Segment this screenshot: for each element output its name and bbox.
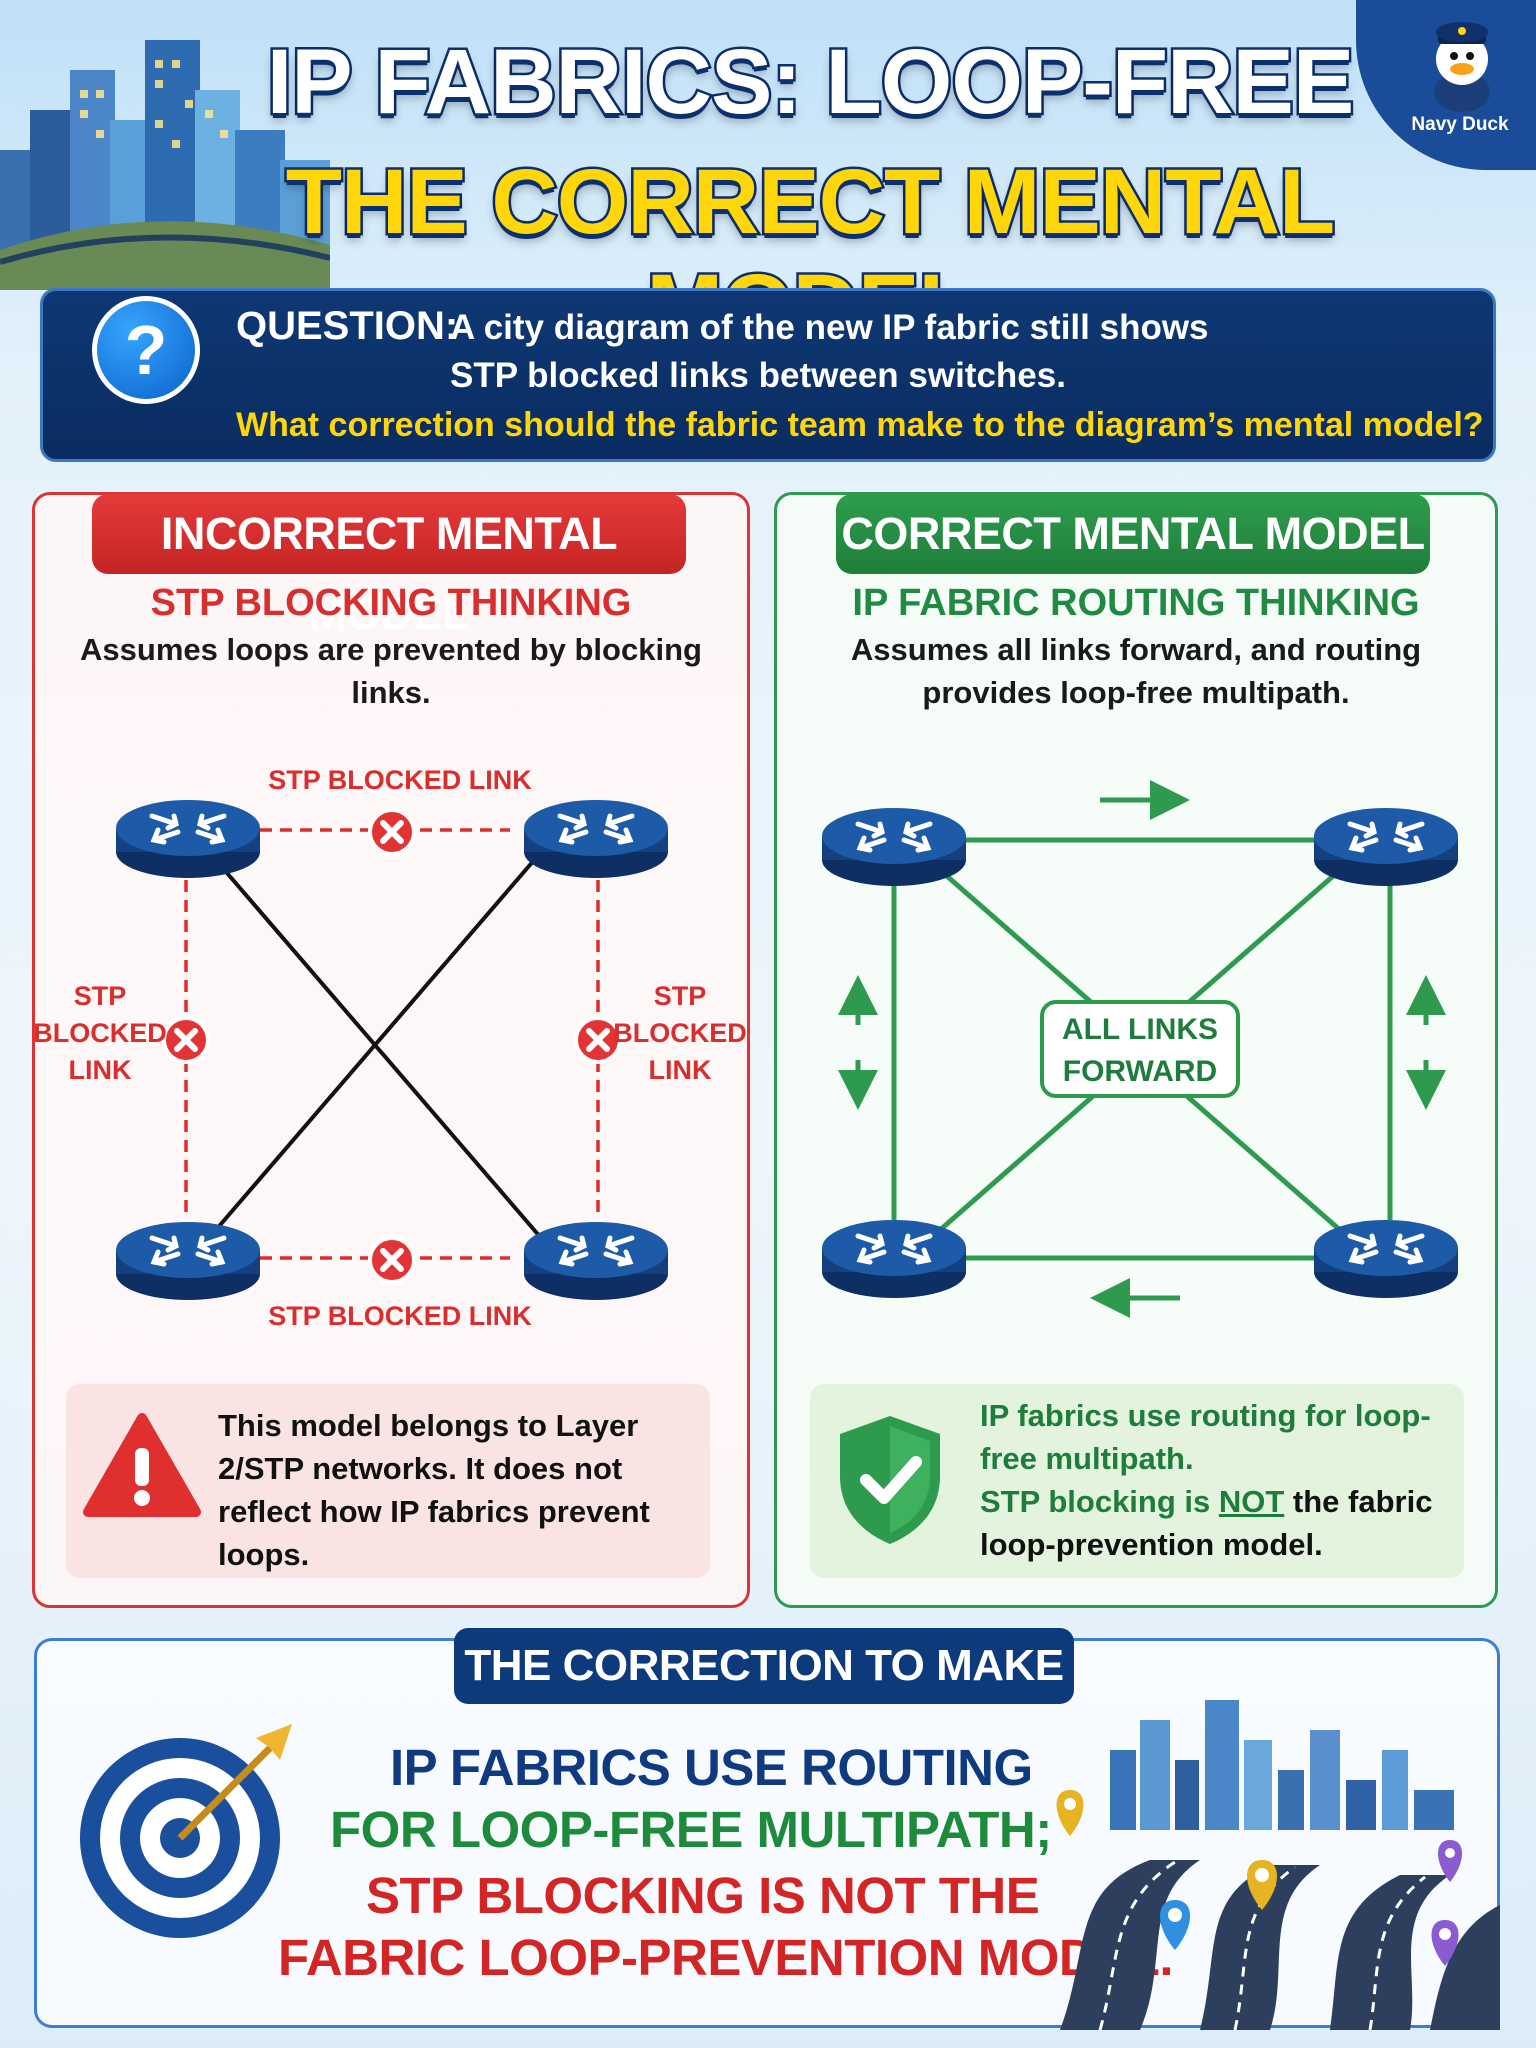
switch-icon: [822, 1220, 966, 1298]
correct-model-description: Assumes all links forward, and routing p…: [850, 632, 1422, 710]
all-links-word-1: ALL LINKS: [1061, 1013, 1219, 1046]
switch-icon: [1314, 1220, 1458, 1298]
fabric-diagonal: [1178, 1088, 1342, 1232]
fabric-diagonal: [1178, 868, 1342, 1012]
success-note-text: IP fabrics use routing for loop-free mul…: [980, 1394, 1450, 1566]
all-links-forward-label: ALL LINKS FORWARD: [1040, 1000, 1240, 1098]
success-note-suffix: the fabric loop-prevention model.: [980, 1484, 1433, 1562]
switch-icon: [116, 800, 260, 878]
map-pin-icon: [1056, 1790, 1084, 1836]
duck-mascot-icon: [1434, 22, 1490, 112]
blocked-x-icon: [370, 1238, 414, 1282]
correct-model-heading: CORRECT MENTAL MODEL: [836, 494, 1430, 574]
stp-right-word-3: LINK: [648, 1055, 712, 1085]
question-text-line-2: STP blocked links between switches.: [450, 356, 1066, 395]
city-roads-illustration: [1056, 1700, 1500, 2030]
stp-right-word-1: STP: [653, 981, 707, 1011]
blocked-x-icon: [370, 810, 414, 854]
stp-blocked-label-top: STP BLOCKED LINK: [268, 765, 532, 795]
title-line-1: IP FABRICS: LOOP-FREE: [264, 29, 1357, 136]
shield-check-icon: [840, 1416, 940, 1544]
map-pin-icon: [1438, 1840, 1462, 1882]
switch-icon: [822, 808, 966, 886]
brand-name: Navy Duck: [1411, 114, 1509, 135]
incorrect-model-subtitle: STP BLOCKING THINKING: [150, 582, 632, 624]
question-label: QUESTION:: [236, 304, 459, 348]
all-links-word-2: FORWARD: [1062, 1055, 1218, 1088]
target-icon: [80, 1724, 292, 1938]
fabric-diagonal: [938, 1088, 1102, 1232]
question-text-line-1: A city diagram of the new IP fabric stil…: [450, 308, 1209, 347]
correction-line-1: IP FABRICS USE ROUTING: [390, 1739, 1033, 1796]
stp-blocked-label-bottom: STP BLOCKED LINK: [268, 1301, 532, 1331]
map-pin-icon: [1431, 1920, 1459, 1966]
success-note-prefix: STP blocking is: [980, 1484, 1219, 1519]
stp-blocked-label-left: STP BLOCKED LINK: [30, 978, 170, 1089]
ip-fabric-topology-diagram: [800, 780, 1472, 1318]
stp-right-word-2: BLOCKED: [613, 1018, 747, 1048]
switch-icon: [1314, 808, 1458, 886]
stp-left-word-1: STP: [73, 981, 127, 1011]
map-pin-icon: [1247, 1860, 1277, 1910]
stp-blocked-label-right: STP BLOCKED LINK: [610, 978, 750, 1089]
correction-line-4: FABRIC LOOP-PREVENTION MODEL.: [278, 1929, 1174, 1986]
switch-icon: [524, 800, 668, 878]
stp-left-word-2: BLOCKED: [33, 1018, 167, 1048]
question-prompt: What correction should the fabric team m…: [236, 406, 1484, 444]
fabric-diagonal: [938, 868, 1102, 1012]
success-note-line-1: IP fabrics use routing for loop-free mul…: [980, 1398, 1431, 1476]
incorrect-model-description: Assumes loops are prevented by blocking …: [80, 632, 702, 710]
cross-link-b: [188, 828, 562, 1262]
question-panel: [40, 288, 1496, 462]
question-icon: ?: [92, 296, 200, 404]
map-pin-icon: [1160, 1900, 1190, 1950]
warning-note-text: This model belongs to Layer 2/STP networ…: [218, 1408, 650, 1572]
success-note-line-2: STP blocking is NOT the fabric loop-prev…: [980, 1484, 1432, 1562]
blocked-x-icon: [164, 1018, 208, 1062]
stp-left-word-3: LINK: [68, 1055, 132, 1085]
correction-line-2: FOR LOOP-FREE MULTIPATH;: [330, 1801, 1052, 1858]
correction-line-3: STP BLOCKING IS NOT THE: [366, 1867, 1040, 1924]
stp-topology-diagram: [60, 750, 722, 1350]
warning-icon: [83, 1413, 201, 1517]
switch-icon: [116, 1222, 260, 1300]
success-note-not: NOT: [1218, 1484, 1285, 1519]
correct-model-subtitle: IP FABRIC ROUTING THINKING: [852, 582, 1420, 624]
city-skyline-illustration: [0, 40, 330, 290]
correction-heading: THE CORRECTION TO MAKE: [454, 1628, 1074, 1704]
switch-icon: [524, 1222, 668, 1300]
incorrect-model-heading: INCORRECT MENTAL MODEL: [92, 494, 686, 639]
